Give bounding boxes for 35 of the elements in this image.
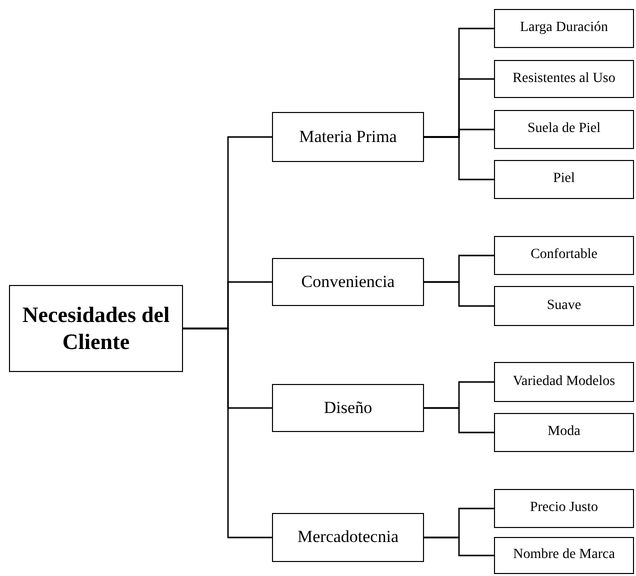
box-label: Variedad Modelos (512, 374, 616, 390)
box-label: Materia Prima (299, 126, 397, 148)
tree-box (272, 258, 424, 306)
connector-line (424, 407, 494, 434)
box-label: Mercadotecnia (298, 527, 398, 548)
box-label: Conveniencia (301, 272, 395, 292)
tree-box (494, 413, 634, 452)
tree-box (494, 60, 634, 98)
connector-line (424, 281, 494, 307)
connector-line (183, 328, 272, 538)
tree-box (494, 362, 634, 402)
tree-box (272, 513, 424, 562)
tree-box (494, 236, 634, 275)
tree-box (494, 160, 634, 199)
tree-box (494, 9, 634, 48)
connector-line (424, 536, 494, 556)
tree-box (272, 384, 424, 432)
tree-box (9, 285, 183, 372)
box-label: Suave (546, 298, 582, 314)
box-label: Necesidades del Cliente (21, 302, 171, 355)
connector-line (424, 136, 494, 180)
tree-box (494, 286, 634, 326)
box-label: Suela de Piel (527, 121, 601, 138)
tree-box (494, 537, 634, 574)
box-label: Confortable (530, 247, 598, 264)
box-label: Moda (548, 424, 580, 441)
box-label: Diseño (324, 398, 372, 418)
tree-box (494, 489, 634, 528)
box-label: Precio Justo (530, 500, 598, 517)
box-label: Resistentes al Uso (512, 70, 616, 88)
box-label: Nombre de Marca (513, 547, 615, 564)
tree-box (272, 112, 424, 162)
box-label: Larga Duración (520, 20, 608, 37)
box-label: Piel (553, 171, 575, 188)
tree-box (494, 110, 634, 149)
